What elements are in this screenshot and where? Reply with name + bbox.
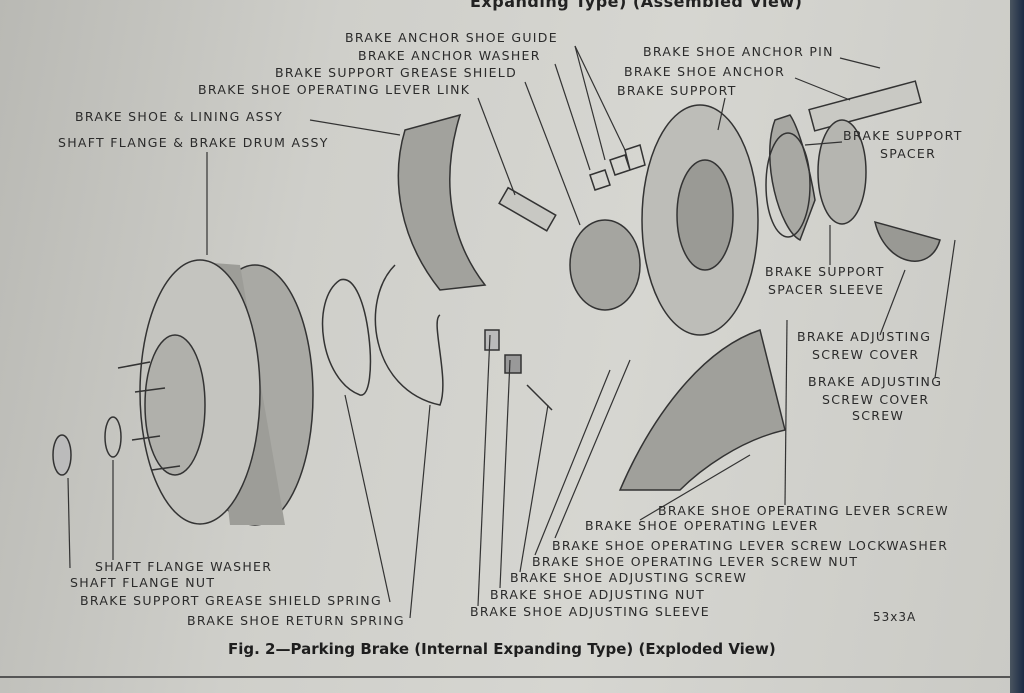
label-adjusting-sleeve: BRAKE SHOE ADJUSTING SLEEVE [470, 604, 710, 619]
label-adjusting-screw: BRAKE SHOE ADJUSTING SCREW [510, 570, 748, 585]
label-shoe-anchor: BRAKE SHOE ANCHOR [624, 64, 786, 79]
label-lever-screw: BRAKE SHOE OPERATING LEVER SCREW [658, 503, 949, 518]
support-spacer-illustration [765, 132, 811, 238]
shaft-flange-washer-illustration [104, 416, 122, 458]
label-return-spring: BRAKE SHOE RETURN SPRING [187, 613, 405, 628]
brake-drum-illustration [117, 259, 314, 526]
label-anchor-shoe-guide: BRAKE ANCHOR SHOE GUIDE [345, 30, 558, 45]
label-lever-screw-nut: BRAKE SHOE OPERATING LEVER SCREW NUT [532, 554, 859, 569]
label-shoe-lining-assy: BRAKE SHOE & LINING ASSY [75, 109, 284, 124]
label-cover-screw-3: SCREW [852, 408, 905, 423]
label-support-spacer-2: SPACER [880, 146, 937, 161]
screw-cover-illustration [873, 220, 941, 262]
leader-lines [67, 45, 956, 619]
label-brake-support: BRAKE SUPPORT [617, 83, 737, 98]
washers-illustration [589, 144, 646, 191]
brake-shoe-illustration [397, 113, 487, 291]
return-spring-illustration [374, 264, 444, 406]
anchor-pin-illustration [808, 80, 922, 132]
label-lever-screw-lockwasher: BRAKE SHOE OPERATING LEVER SCREW LOCKWAS… [552, 538, 949, 553]
label-support-spacer: BRAKE SUPPORT [843, 128, 963, 143]
label-flange-nut: SHAFT FLANGE NUT [70, 575, 216, 590]
lower-shoe-illustration [618, 329, 786, 491]
grease-shield-illustration [569, 219, 641, 311]
figure-code: 53x3A [873, 610, 917, 624]
label-spacer-sleeve-2: SPACER SLEEVE [768, 282, 885, 297]
grease-shield-spring-illustration [321, 279, 372, 396]
figure-caption: Fig. 2—Parking Brake (Internal Expanding… [228, 640, 776, 658]
label-cover-screw-2: SCREW COVER [822, 392, 930, 407]
shaft-flange-nut-illustration [52, 434, 72, 476]
label-lever: BRAKE SHOE OPERATING LEVER [585, 518, 819, 533]
label-adjusting-nut: BRAKE SHOE ADJUSTING NUT [490, 587, 706, 602]
label-anchor-pin: BRAKE SHOE ANCHOR PIN [643, 44, 834, 59]
shoe-anchor-illustration [769, 114, 816, 242]
label-flange-washer: SHAFT FLANGE WASHER [95, 559, 273, 574]
label-screw-cover-2: SCREW COVER [812, 347, 920, 362]
spacer-sleeve-illustration [817, 119, 867, 225]
previous-figure-caption-fragment: Expanding Type) (Assembled View) [470, 0, 803, 11]
label-spacer-sleeve: BRAKE SUPPORT [765, 264, 885, 279]
label-screw-cover: BRAKE ADJUSTING [797, 329, 932, 344]
lever-link-illustration [498, 186, 557, 232]
label-cover-screw: BRAKE ADJUSTING [808, 374, 943, 389]
label-anchor-washer: BRAKE ANCHOR WASHER [358, 48, 541, 63]
page-rule [0, 676, 1010, 678]
label-operating-lever-link: BRAKE SHOE OPERATING LEVER LINK [198, 82, 471, 97]
label-support-grease-shield: BRAKE SUPPORT GREASE SHIELD [275, 65, 517, 80]
adjusting-parts-illustration [484, 329, 553, 411]
page-edge [1010, 0, 1024, 693]
label-grease-shield-spring: BRAKE SUPPORT GREASE SHIELD SPRING [80, 593, 382, 608]
label-flange-drum-assy: SHAFT FLANGE & BRAKE DRUM ASSY [58, 135, 329, 150]
